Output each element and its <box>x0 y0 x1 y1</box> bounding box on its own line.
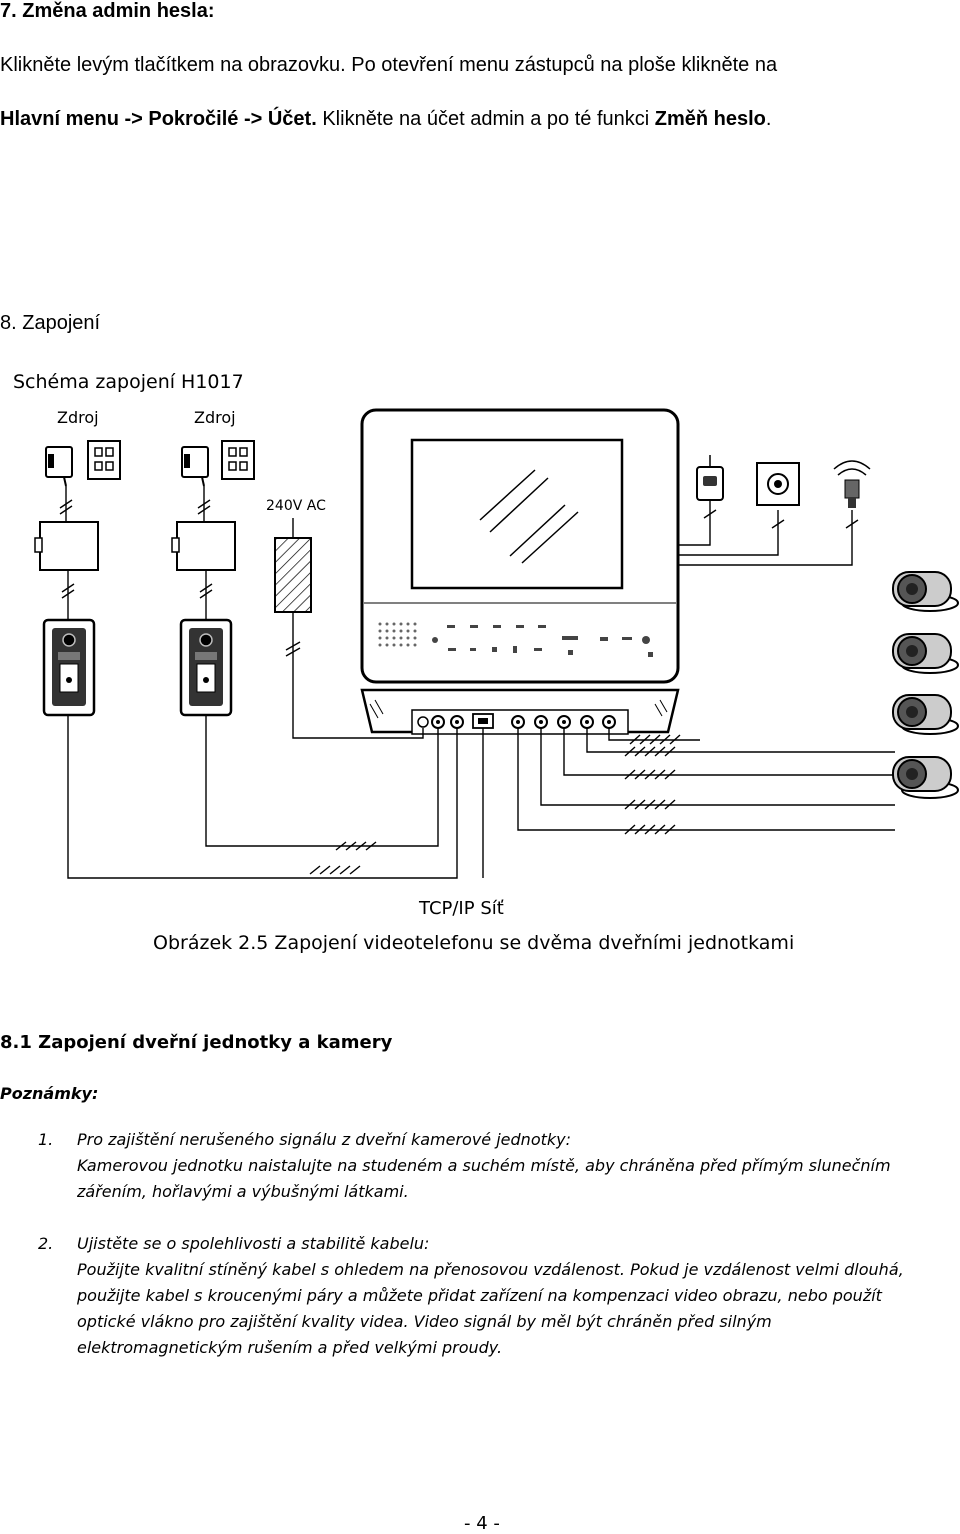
section-8-1-heading: 8.1 Zapojení dveřní jednotky a kamery <box>0 1032 393 1053</box>
electric-lock-2 <box>171 521 236 571</box>
cctv-camera-4 <box>892 756 959 799</box>
wireless-siren <box>833 460 871 508</box>
electric-lock-1 <box>34 521 99 571</box>
page-number: - 4 - <box>464 1513 500 1534</box>
power-supply-label-1: Zdroj <box>57 408 99 427</box>
section-7-paragraph-line-1: Klikněte levým tlačítkem na obrazovku. P… <box>0 54 778 76</box>
ac-transformer <box>274 518 312 613</box>
menu-path: Hlavní menu -> Pokročilé -> Účet. <box>0 108 317 130</box>
note-2-line-2: použijte kabel s kroucenými páry a můžet… <box>77 1286 882 1305</box>
note-2-line-3: optické vlákno pro zajištění kvality vid… <box>77 1312 772 1331</box>
note-1-line-2: zářením, hořlavými a výbušnými látkami. <box>77 1182 409 1201</box>
power-adapter-1 <box>45 446 73 487</box>
power-supply-label-2: Zdroj <box>194 408 236 427</box>
section-7-paragraph-line-2: Hlavní menu -> Pokročilé -> Účet. Klikně… <box>0 108 771 131</box>
note-1-number: 1. <box>38 1130 54 1149</box>
function-name: Změň heslo <box>654 108 766 130</box>
note-2-line-1: Použijte kvalitní stíněný kabel s ohlede… <box>77 1260 904 1279</box>
wall-outlet-1 <box>87 440 121 480</box>
adapter-cables <box>59 486 211 522</box>
smoke-detector <box>756 462 800 506</box>
instruction-text: Klikněte na účet admin a po té funkci <box>316 108 655 130</box>
wall-outlet-2 <box>221 440 255 480</box>
pir-sensor <box>696 455 724 501</box>
network-label: TCP/IP Síť <box>418 898 504 919</box>
note-2-number: 2. <box>38 1234 54 1253</box>
notes-label: Poznámky: <box>0 1084 99 1103</box>
section-8-heading: 8. Zapojení <box>0 312 101 334</box>
note-2-line-4: elektromagnetickým rušením a před velkým… <box>77 1338 503 1357</box>
lock-cables <box>61 570 213 620</box>
note-1-title: Pro zajištění nerušeného signálu z dveřn… <box>77 1130 571 1149</box>
cctv-camera-3 <box>892 694 959 735</box>
wiring-diagram: Zdroj Zdroj 240V AC TCP/IP Síť <box>34 408 959 919</box>
note-2-title: Ujistěte se o spolehlivosti a stabilitě … <box>77 1234 430 1253</box>
door-camera-unit-1 <box>42 618 96 717</box>
video-monitor <box>360 408 680 684</box>
monitor-connector-panel <box>360 688 680 735</box>
cctv-camera-1 <box>892 571 959 612</box>
schema-title: Schéma zapojení H1017 <box>13 371 244 393</box>
sensor-wires <box>678 500 859 566</box>
section-7-heading: 7. Změna admin hesla: <box>0 0 215 22</box>
door-camera-unit-2 <box>179 618 233 717</box>
ac-label: 240V AC <box>266 498 326 514</box>
figure-caption: Obrázek 2.5 Zapojení videotelefonu se dv… <box>153 932 795 954</box>
monitor-wires <box>67 612 895 879</box>
note-1-line-1: Kamerovou jednotku naistalujte na studen… <box>77 1156 891 1175</box>
power-adapter-2 <box>181 446 209 487</box>
cctv-camera-2 <box>892 633 959 674</box>
sentence-end: . <box>765 108 772 130</box>
